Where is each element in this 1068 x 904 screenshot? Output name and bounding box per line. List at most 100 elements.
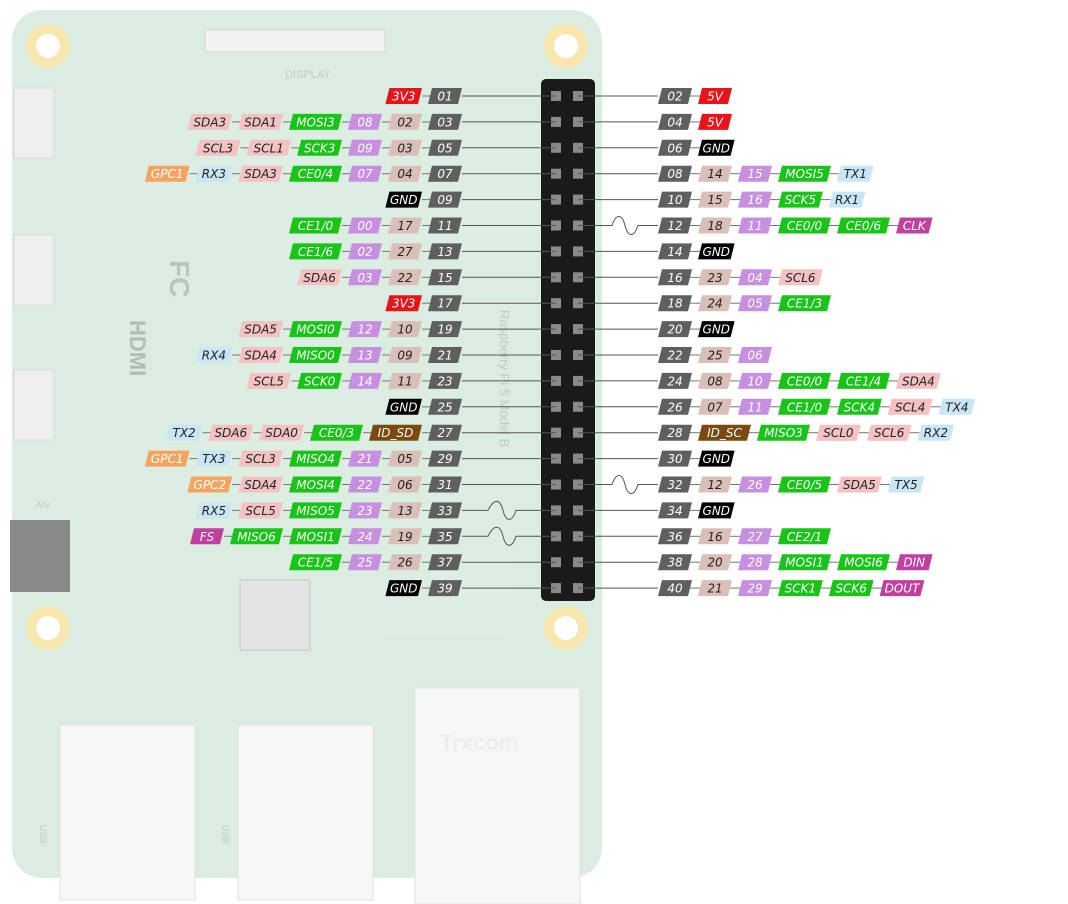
pin-label-bg — [896, 217, 933, 234]
pin-label-text: SDA5 — [843, 478, 876, 492]
pin-label-right-spi: CE0/0 — [778, 372, 831, 389]
pin-label-text: 39 — [437, 582, 452, 596]
pin-label-text: 15 — [747, 167, 762, 181]
pin-label-right-pin: 40 — [658, 580, 692, 597]
pin-label-text: 38 — [667, 556, 683, 570]
pin-label-bg — [698, 295, 732, 312]
pin-label-left-pin: 19 — [428, 321, 462, 338]
pin-label-left-uart: TX3 — [195, 450, 233, 467]
pin-label-bg — [658, 347, 692, 363]
pin-label-text: SCL0 — [823, 426, 854, 440]
pin-label-text: 23 — [707, 271, 722, 285]
pin-label-text: 11 — [397, 374, 412, 388]
pin-label-left-pin: 39 — [428, 580, 462, 597]
pin-label-bg — [230, 528, 283, 545]
pin-label-text: 14 — [667, 245, 682, 259]
left-pin-labels: 013V3030208MOSI3SDA1SDA3050309SCK3SCL1SC… — [144, 88, 462, 597]
pin-label-text: MOSI4 — [296, 478, 335, 492]
pin-label-bg — [348, 269, 382, 286]
pin-label-bg — [428, 113, 462, 130]
pin-label-text: RX5 — [202, 504, 226, 518]
pin-label-bg — [698, 243, 735, 260]
pin-label-left-wpi: 09 — [348, 139, 382, 156]
pin-label-left-pin: 05 — [428, 139, 462, 156]
pin-label-text: SDA4 — [244, 349, 277, 363]
pin-label-bg — [428, 554, 462, 571]
pin-label-text: SCK1 — [785, 582, 817, 596]
pin-label-left-pin: 03 — [428, 113, 462, 130]
pin-label-right-pin: 06 — [658, 139, 692, 156]
pin-label-bg — [289, 165, 342, 182]
pin-label-right-uart: RX2 — [917, 424, 955, 441]
pin-label-right-i2c: SDA4 — [896, 372, 941, 389]
pin-label-text: ID_SD — [378, 426, 414, 440]
pin-label-text: 22 — [667, 349, 682, 363]
pin-label-text: 08 — [707, 374, 723, 388]
pin-label-right-pin: 16 — [658, 269, 692, 286]
pin-label-right-wpi: 26 — [738, 476, 772, 493]
pin-label-bg — [837, 398, 882, 415]
pin-label-right-spi: CE2/1 — [778, 528, 831, 545]
pin-label-bg — [246, 372, 292, 389]
pin-label-bg — [348, 113, 382, 130]
pin-label-left-pin: 11 — [428, 217, 462, 234]
pin-label-right-pcm: CLK — [896, 217, 933, 234]
pin-label-text: 29 — [437, 452, 452, 466]
pin-label-bg — [698, 269, 732, 286]
pin-label-left-wpi: 08 — [348, 113, 382, 130]
pin-label-bg — [778, 372, 831, 389]
pin-label-right-wpi: 05 — [738, 295, 772, 312]
gpio-header — [541, 79, 595, 601]
pin-label-right-pin: 10 — [658, 191, 692, 208]
pin-label-text: GPC2 — [194, 478, 227, 492]
pin-label-text: TX1 — [844, 167, 867, 181]
pin-label-bg — [428, 398, 462, 415]
pin-label-left-i2c: SDA1 — [238, 113, 283, 130]
pin-label-text: 12 — [707, 478, 722, 492]
pin-label-text: 24 — [667, 374, 682, 388]
pin-label-bg — [778, 580, 823, 597]
pin-label-text: CE0/5 — [787, 478, 822, 492]
pin-label-text: 22 — [357, 478, 372, 492]
usb-c-port — [13, 87, 55, 159]
pin-label-left-spi: MISO6 — [230, 528, 283, 545]
pin-label-left-spi: MOSI1 — [289, 528, 342, 545]
pin-label-left-wpi: 21 — [348, 450, 382, 467]
pin-label-left-i2c: SDA6 — [208, 424, 254, 441]
pin-lead-right — [578, 475, 658, 494]
pin-label-text: SCK5 — [785, 193, 817, 207]
mount-hole-bottom-right-inner — [554, 616, 578, 640]
pin-label-text: FS — [200, 530, 215, 544]
pin-label-bg — [658, 476, 692, 493]
pin-label-bg — [388, 554, 422, 571]
pin-label-right-gpio_bcm: 24 — [698, 295, 732, 312]
pin-label-left-gpio_bcm: 09 — [388, 347, 422, 363]
pin-label-text: MISO4 — [296, 452, 335, 466]
pin-label-text: 02 — [357, 245, 372, 259]
soc-chip — [239, 579, 311, 651]
pin-label-bg — [938, 398, 976, 415]
pin-label-left-pin: 01 — [428, 88, 462, 104]
pin-label-bg — [428, 217, 462, 234]
pin-label-bg — [778, 398, 831, 415]
pin-label-right-pin: 12 — [658, 217, 692, 234]
pin-label-left-gpio_bcm: 06 — [388, 476, 422, 493]
pin-label-text: 12 — [357, 323, 372, 337]
pin-label-bg — [348, 450, 382, 467]
pin-label-bg — [428, 295, 462, 312]
pin-label-text: SDA0 — [265, 426, 298, 440]
pin-label-bg — [917, 424, 955, 441]
pin-label-text: 08 — [667, 167, 683, 181]
pin-label-right-pin: 34 — [658, 502, 692, 519]
pin-label-text: 02 — [667, 90, 682, 104]
pin-label-right-spi: CE0/5 — [778, 476, 831, 493]
pin-label-text: SCL4 — [895, 400, 925, 414]
pin-label-text: 11 — [747, 400, 762, 414]
pin-label-text: GND — [390, 582, 418, 596]
pin-label-text: 04 — [667, 115, 682, 129]
pin-label-text: 25 — [707, 349, 722, 363]
pin-label-left-ground: GND — [385, 398, 422, 415]
pin-label-bg — [238, 165, 283, 182]
pin-label-text: SCL5 — [254, 374, 284, 388]
pin-label-bg — [887, 398, 933, 415]
